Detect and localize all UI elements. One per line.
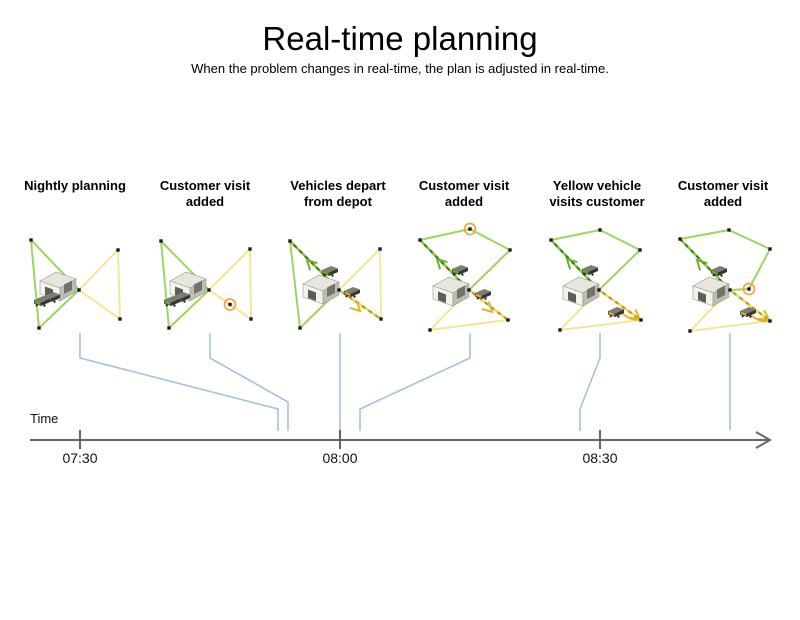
page-title: Real-time planning — [262, 20, 538, 57]
timeline-axis: Time 07:30 08:00 08:30 — [30, 411, 773, 466]
tick-label-0830: 08:30 — [582, 450, 617, 466]
timeline-connectors — [79, 333, 731, 438]
yellow-truck-icon — [475, 289, 491, 300]
time-axis-label: Time — [30, 411, 58, 426]
panel-title-vehicles-depart: Vehicles depart from depot — [290, 178, 386, 210]
tick-label-0800: 08:00 — [322, 450, 357, 466]
real-time-planning-diagram: Time 07:30 08:00 08:30 — [29, 222, 773, 466]
yellow-truck-icon — [344, 287, 360, 298]
green-direction-arrow-icon — [435, 257, 448, 270]
yellow-truck-icon — [608, 307, 624, 318]
new-visit-marker — [742, 282, 756, 296]
route-map-nightly-planning — [29, 238, 122, 330]
panel-title-customer-visit-added-2: Customer visit added — [418, 178, 510, 210]
green-direction-arrow-icon — [305, 258, 318, 271]
tick-label-0730: 07:30 — [62, 450, 97, 466]
green-direction-arrow-icon — [565, 257, 578, 270]
green-direction-arrow-icon — [695, 258, 708, 271]
green-truck-icon — [452, 265, 468, 276]
real-time-planning-page: { "header": { "title": "Real-time planni… — [0, 20, 800, 620]
depot-icon — [432, 276, 470, 307]
panel-title-customer-visit-added-1: Customer visit added — [159, 178, 251, 210]
axis-arrow-icon — [755, 431, 773, 449]
green-truck-icon — [322, 266, 338, 277]
depot-icon — [562, 276, 600, 307]
route-map-yellow-vehicle-visits — [549, 228, 643, 332]
route-map-customer-visit-added-2 — [418, 222, 512, 332]
panel-title-yellow-vehicle-visits: Yellow vehicle visits customer — [549, 178, 645, 210]
route-map-vehicles-depart — [288, 239, 383, 330]
depot-icon — [692, 276, 730, 307]
new-visit-marker — [463, 222, 477, 236]
page-subtitle: When the problem changes in real-time, t… — [191, 61, 609, 76]
route-map-customer-visit-added-3 — [678, 228, 772, 333]
route-map-customer-visit-added-1 — [159, 239, 253, 330]
panel-title-nightly-planning: Nightly planning — [24, 178, 126, 193]
new-visit-marker — [223, 298, 237, 311]
depot-icon — [302, 274, 340, 305]
green-truck-icon — [582, 265, 598, 276]
yellow-direction-arrow-icon — [481, 301, 494, 314]
panel-title-customer-visit-added-3: Customer visit added — [677, 178, 769, 210]
green-truck-icon — [711, 266, 727, 277]
yellow-direction-arrow-icon — [349, 300, 362, 313]
